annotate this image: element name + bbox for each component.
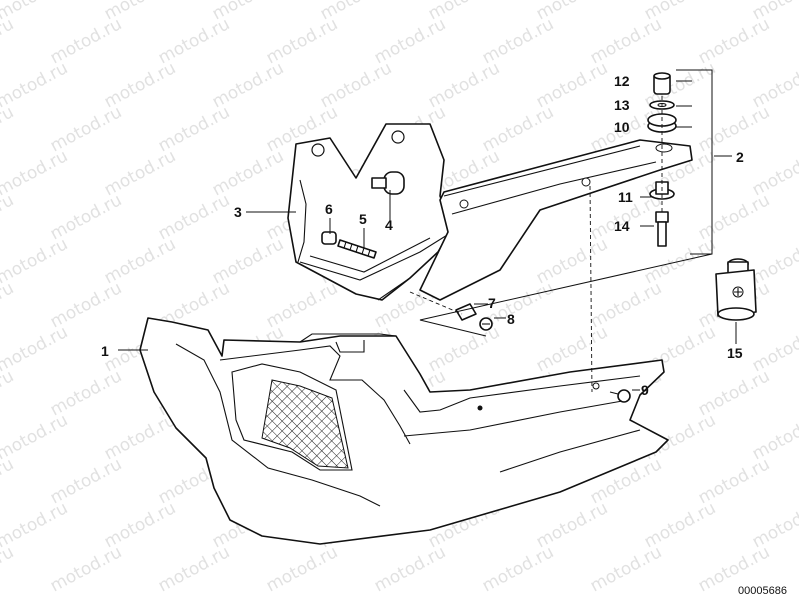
callout-9: 9 (641, 382, 649, 398)
callout-8: 8 (507, 311, 515, 327)
watermark-text-150: motod.ru (749, 498, 799, 552)
watermark-text-157: motod.ru (479, 542, 557, 596)
watermark-text-63: motod.ru (0, 146, 71, 200)
callout-10: 10 (614, 119, 630, 135)
watermark-text-130: motod.ru (749, 410, 799, 464)
watermark-text-90: motod.ru (749, 234, 799, 288)
callout-15: 15 (727, 345, 743, 361)
part-7-clip (455, 303, 477, 321)
watermark-text-103: motod.ru (0, 322, 71, 376)
watermark-text-32: motod.ru (0, 14, 17, 68)
callout-14: 14 (614, 218, 630, 234)
watermark-text-92: motod.ru (0, 278, 17, 332)
part-2-carrier-arm (419, 139, 693, 301)
watermark-text-154: motod.ru (155, 542, 233, 596)
part-6-nut (321, 231, 337, 245)
callout-labels: 1 2 3 4 5 6 7 8 9 10 11 12 13 14 15 (101, 73, 744, 398)
callout-13: 13 (614, 97, 630, 113)
watermark-text-43: motod.ru (0, 58, 71, 112)
part-9-screw (609, 389, 631, 403)
watermark-text-158: motod.ru (587, 542, 665, 596)
watermark-text-72: motod.ru (0, 190, 17, 244)
part-12-spacer (653, 72, 671, 95)
callout-1: 1 (101, 343, 109, 359)
part-10-grommet (647, 113, 677, 133)
watermark-text-123: motod.ru (0, 410, 71, 464)
watermark-text-70: motod.ru (749, 146, 799, 200)
callout-6: 6 (325, 201, 333, 217)
callout-5: 5 (359, 211, 367, 227)
watermark-text-156: motod.ru (371, 542, 449, 596)
part-1-lower-fairing (139, 317, 669, 545)
leader-lines (118, 69, 737, 391)
watermark-text-110: motod.ru (749, 322, 799, 376)
watermark-text-153: motod.ru (47, 542, 125, 596)
callout-11: 11 (618, 189, 633, 205)
part-8-screw (479, 317, 493, 331)
reference-number: 00005686 (738, 585, 787, 597)
watermark-text-83: motod.ru (0, 234, 71, 288)
watermark-text-52: motod.ru (0, 102, 17, 156)
watermark-text-112: motod.ru (0, 366, 17, 420)
callout-2: 2 (736, 149, 744, 165)
watermark-text-50: motod.ru (749, 58, 799, 112)
watermark-text-155: motod.ru (263, 542, 341, 596)
part-15-cylinder-fitting (715, 258, 757, 321)
callout-12: 12 (614, 73, 630, 89)
watermark-text-132: motod.ru (0, 454, 17, 508)
callout-3: 3 (234, 204, 242, 220)
part-14-bolt (655, 211, 669, 247)
assembly-lines (409, 96, 663, 393)
callout-7: 7 (488, 295, 496, 311)
callout-4: 4 (385, 217, 393, 233)
watermark-text-152: motod.ru (0, 542, 17, 596)
watermark-text-143: motod.ru (0, 498, 71, 552)
part-4-rubber-buffer (371, 171, 405, 195)
